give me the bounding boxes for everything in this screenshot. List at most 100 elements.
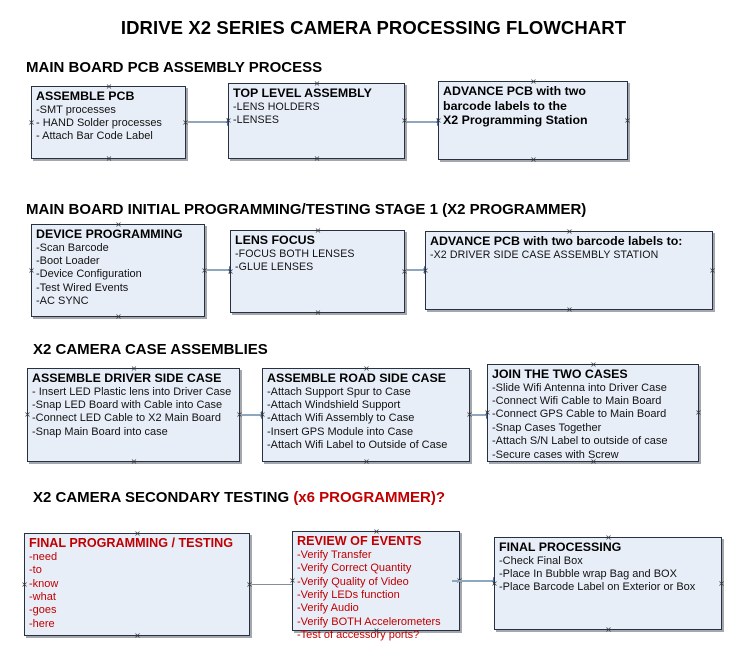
- connection-point-icon: [709, 267, 716, 274]
- connection-point-icon: [605, 626, 612, 633]
- box-final-processing[interactable]: FINAL PROCESSING -Check Final Box -Place…: [494, 537, 722, 630]
- box-title-line3: X2 Programming Station: [443, 113, 588, 128]
- box-title: DEVICE PROGRAMMING: [36, 227, 183, 241]
- box-line: -Verify Transfer: [297, 548, 372, 561]
- box-line: -Verify Correct Quantity: [297, 562, 412, 575]
- box-line: -Device Configuration: [36, 268, 142, 281]
- connector-lens-focus-to-advance-pcb: [407, 266, 432, 274]
- box-line: - Insert LED Plastic lens into Driver Ca…: [32, 385, 232, 398]
- box-line: -Test Wired Events: [36, 281, 129, 294]
- box-line-overflow: -Test of accessory ports?: [297, 629, 420, 642]
- box-title: FINAL PROGRAMMING / TESTING: [29, 536, 234, 550]
- box-review-of-events[interactable]: REVIEW OF EVENTS -Verify Transfer -Verif…: [289, 531, 460, 641]
- box-line: -know: [29, 577, 59, 590]
- box-line: -Attach Support Spur to Case: [267, 385, 411, 398]
- box-line: -LENSES: [233, 113, 280, 126]
- box-line: -Attach Wifi Assembly to Case: [267, 412, 415, 425]
- box-line: - Attach Bar Code Label: [36, 130, 153, 143]
- box-line: -Verify LEDs function: [297, 589, 400, 602]
- box-advance-pcb-to-x2-programming-station[interactable]: ADVANCE PCB with two barcode labels to t…: [438, 81, 628, 160]
- connection-point-icon: [134, 632, 141, 639]
- section-heading-text: X2 CAMERA SECONDARY TESTING: [33, 489, 294, 506]
- box-line: - HAND Solder processes: [36, 117, 162, 130]
- section-heading-text: MAIN BOARD PCB ASSEMBLY PROCESS: [26, 59, 323, 76]
- section-heading-main-board-pcb-assembly: MAIN BOARD PCB ASSEMBLY PROCESS: [26, 59, 322, 76]
- box-line: -Boot Loader: [36, 255, 100, 268]
- section-heading-x2-camera-case-assemblies: X2 CAMERA CASE ASSEMBLIES: [33, 341, 268, 358]
- box-lens-focus[interactable]: LENS FOCUS -FOCUS BOTH LENSES -GLUE LENS…: [230, 230, 405, 313]
- box-advance-pcb-to-driver-side-case[interactable]: ADVANCE PCB with two barcode labels to: …: [425, 231, 713, 310]
- connection-point-icon: [28, 267, 35, 274]
- box-line: -need: [29, 550, 58, 563]
- box-title-line2: barcode labels to the: [443, 98, 567, 113]
- box-assemble-road-side-case[interactable]: ASSEMBLE ROAD SIDE CASE -Attach Support …: [262, 368, 470, 462]
- box-title: FINAL PROCESSING: [499, 540, 622, 554]
- box-line: -Verify BOTH Accelerometers: [297, 615, 441, 628]
- box-line: -Place Barcode Label on Exterior or Box: [499, 581, 696, 594]
- box-line: -SMT processes: [36, 103, 116, 116]
- box-title: JOIN THE TWO CASES: [492, 367, 628, 381]
- box-line: -Snap Main Board into case: [32, 425, 168, 438]
- box-title: ASSEMBLE DRIVER SIDE CASE: [32, 371, 222, 385]
- section-heading-text: X2 CAMERA CASE ASSEMBLIES: [33, 341, 268, 358]
- box-line: -Verify Quality of Video: [297, 575, 409, 588]
- connection-point-icon: [624, 117, 631, 124]
- connection-point-icon: [530, 156, 537, 163]
- section-heading-x2-camera-secondary-testing: X2 CAMERA SECONDARY TESTING (x6 PROGRAMM…: [33, 489, 445, 506]
- box-line: -Slide Wifi Antenna into Driver Case: [492, 381, 667, 394]
- connection-point-icon: [695, 409, 702, 416]
- box-line: -X2 DRIVER SIDE CASE ASSEMBLY STATION: [430, 248, 659, 261]
- box-join-the-two-cases[interactable]: JOIN THE TWO CASES -Slide Wifi Antenna i…: [487, 364, 699, 462]
- connection-point-icon: [115, 313, 122, 320]
- box-title: TOP LEVEL ASSEMBLY: [233, 86, 372, 100]
- box-title: ADVANCE PCB with two: [443, 84, 586, 98]
- box-line: -Insert GPS Module into Case: [267, 425, 414, 438]
- box-assemble-pcb[interactable]: ASSEMBLE PCB -SMT processes - HAND Solde…: [31, 86, 186, 159]
- connector-driver-side-to-road-side: [242, 411, 269, 419]
- box-line: -Verify Audio: [297, 602, 359, 615]
- connection-point-icon: [314, 155, 321, 162]
- connection-point-icon: [363, 458, 370, 465]
- box-top-level-assembly[interactable]: TOP LEVEL ASSEMBLY -LENS HOLDERS -LENSES: [228, 83, 405, 159]
- page-title: IDRIVE X2 SERIES CAMERA PROCESSING FLOWC…: [120, 17, 627, 38]
- box-line: -Check Final Box: [499, 554, 583, 567]
- box-line: -Secure cases with Screw: [492, 448, 619, 461]
- box-final-programming-testing[interactable]: FINAL PROGRAMMING / TESTING -need -to -k…: [24, 533, 250, 636]
- connection-point-icon: [289, 577, 296, 584]
- connector-top-level-assembly-to-advance-pcb: [407, 118, 445, 126]
- box-title: LENS FOCUS: [235, 233, 315, 247]
- connector-assemble-pcb-to-top-level-assembly: [188, 118, 235, 126]
- box-title: ASSEMBLE PCB: [36, 89, 135, 103]
- box-line: -AC SYNC: [36, 295, 89, 308]
- connection-point-icon: [21, 581, 28, 588]
- box-line: -here: [29, 617, 55, 630]
- box-line: -what: [29, 591, 56, 604]
- connector-final-programming-to-review-of-events: [252, 584, 292, 585]
- box-line: -goes: [29, 604, 57, 617]
- section-heading-text: MAIN BOARD INITIAL PROGRAMMING/TESTING S…: [26, 201, 587, 218]
- connection-point-icon: [24, 411, 31, 418]
- connection-point-icon: [718, 580, 725, 587]
- box-title: REVIEW OF EVENTS: [297, 534, 422, 548]
- box-line: -Attach Wifi Label to Outside of Case: [267, 439, 448, 452]
- box-line: -FOCUS BOTH LENSES: [235, 247, 355, 260]
- connection-point-icon: [315, 309, 322, 316]
- box-line: -to: [29, 564, 42, 577]
- box-line: -Attach S/N Label to outside of case: [492, 435, 668, 448]
- box-line: -Attach Windshield Support: [267, 399, 401, 412]
- connection-point-icon: [28, 119, 35, 126]
- section-heading-accent: (x6 PROGRAMMER)?: [293, 489, 445, 506]
- connection-point-icon: [131, 458, 138, 465]
- box-line: -Place In Bubble wrap Bag and BOX: [499, 568, 677, 581]
- box-assemble-driver-side-case[interactable]: ASSEMBLE DRIVER SIDE CASE - Insert LED P…: [27, 368, 240, 462]
- box-line: -Connect LED Cable to X2 Main Board: [32, 412, 221, 425]
- box-line: -Connect GPS Cable to Main Board: [492, 408, 667, 421]
- box-line: -Snap Cases Together: [492, 421, 602, 434]
- box-title: ASSEMBLE ROAD SIDE CASE: [267, 371, 446, 385]
- box-device-programming[interactable]: DEVICE PROGRAMMING -Scan Barcode -Boot L…: [31, 224, 205, 317]
- box-line: -Connect Wifi Cable to Main Board: [492, 395, 662, 408]
- box-line: -LENS HOLDERS: [233, 100, 320, 113]
- connector-review-of-events-to-final-processing: [452, 577, 501, 585]
- box-line: -GLUE LENSES: [235, 260, 314, 273]
